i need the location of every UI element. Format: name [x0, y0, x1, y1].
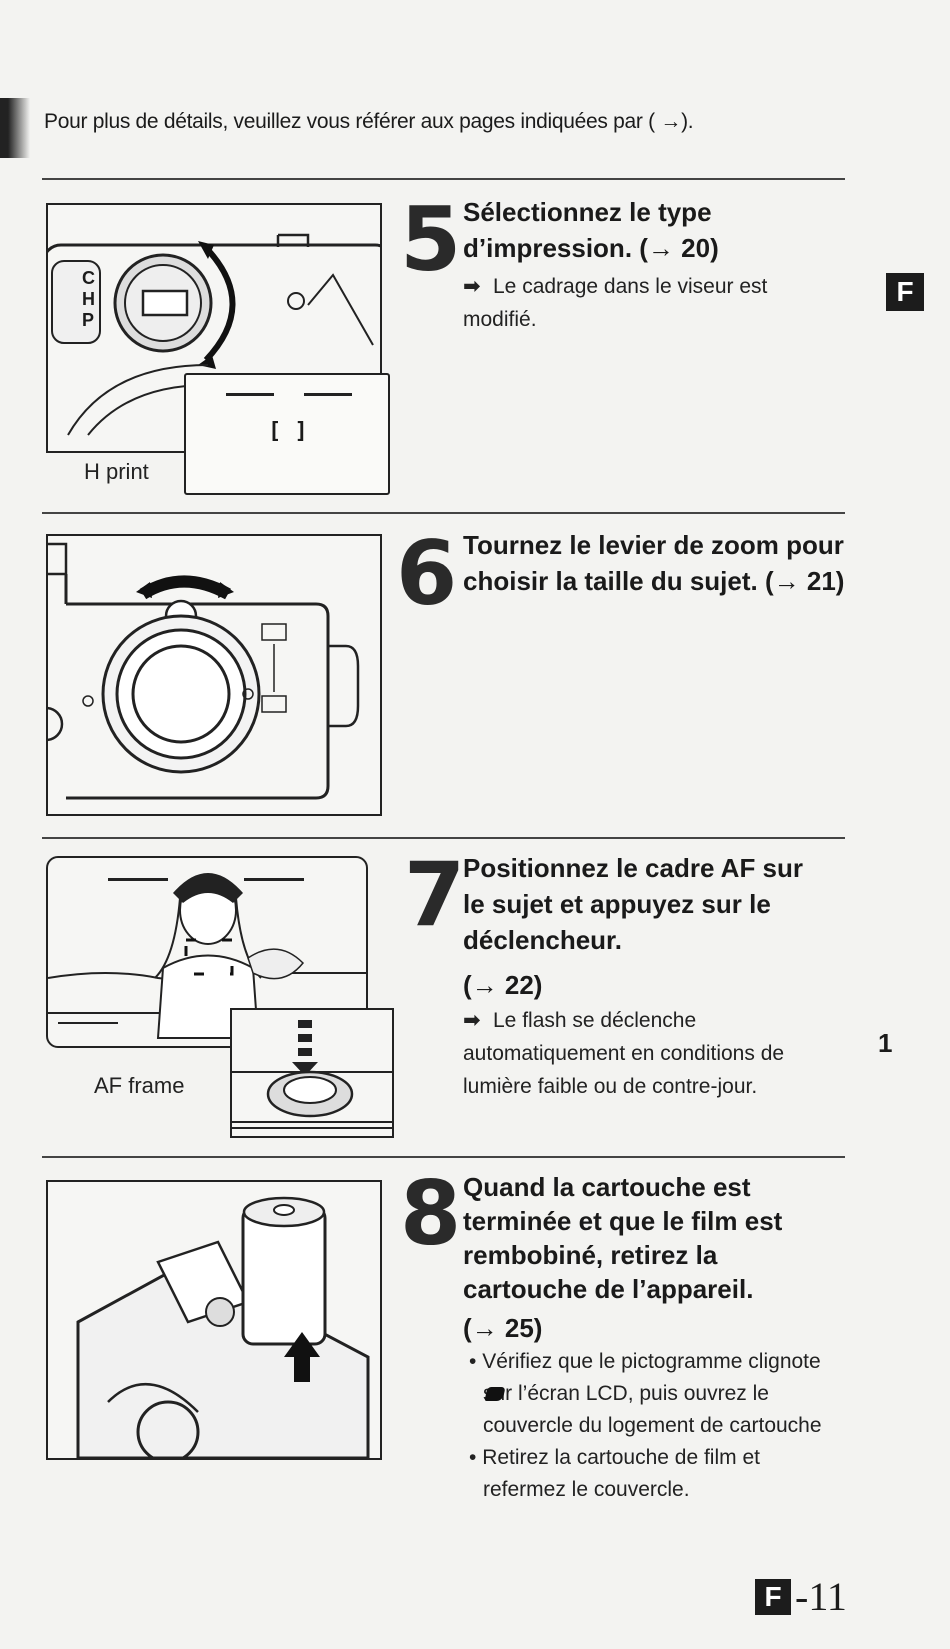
result-arrow-icon: ➡ [463, 1009, 481, 1032]
section-tab-f: F [886, 273, 924, 311]
page-edge-marker [0, 98, 40, 158]
note-text: Le flash se déclenche automatiquement en… [463, 1009, 785, 1098]
bullet-item: Retirez la cartouche de film et refermez… [463, 1442, 843, 1506]
figure-caption: AF frame [94, 1073, 185, 1098]
mode-letter: C [82, 268, 95, 288]
step-reference: (→ 25) [463, 1313, 543, 1343]
shutter-button-inset [230, 1008, 394, 1138]
figure-caption: H print [84, 459, 149, 484]
divider [42, 512, 845, 514]
note-text: Le cadrage dans le viseur est modifié. [463, 275, 768, 331]
step-reference: (→ 22) [463, 970, 543, 1000]
viewfinder-inset: [ ] [184, 373, 390, 495]
step-title: Tournez le levier de zoom pour choisir l… [463, 530, 845, 596]
divider [42, 178, 845, 180]
folio-tab: F [755, 1578, 791, 1615]
viewfinder-frame-mark: [ ] [268, 419, 308, 444]
step-bullets: Vérifiez que le pictogramme clignote sur… [463, 1346, 843, 1506]
step-number: 8 [400, 1162, 462, 1265]
divider [42, 1156, 845, 1158]
bullet-text: Vérifiez que le pictogramme clignote sur… [482, 1350, 822, 1437]
step-title: Sélectionnez le type d’impression. (→ 20… [463, 197, 719, 263]
zoom-lever-illustration [46, 534, 382, 816]
folio-number: -11 [795, 1574, 847, 1619]
step-number: 5 [400, 188, 462, 291]
divider [42, 837, 845, 839]
bullet-text: Retirez la cartouche de film et refermez… [482, 1446, 760, 1501]
film-cartridge-illustration [46, 1180, 382, 1460]
intro-text: Pour plus de détails, veuillez vous réfé… [44, 110, 694, 133]
mode-letter: P [82, 310, 95, 330]
step-note: ➡Le cadrage dans le viseur est modifié. [463, 270, 803, 336]
result-arrow-icon: ➡ [463, 275, 481, 298]
step-title: Positionnez le cadre AF sur le sujet et … [463, 853, 804, 955]
page-number: F -11 [755, 1573, 847, 1620]
step-number: 7 [404, 843, 466, 946]
bullet-item: Vérifiez que le pictogramme clignote sur… [463, 1346, 843, 1442]
mode-letter: H [82, 289, 95, 309]
step-note: ➡Le flash se déclenche automatiquement e… [463, 1004, 823, 1103]
section-number: 1 [878, 1028, 893, 1058]
step-number: 6 [396, 522, 458, 625]
step-title: Quand la cartouche est terminée et que l… [463, 1172, 783, 1304]
